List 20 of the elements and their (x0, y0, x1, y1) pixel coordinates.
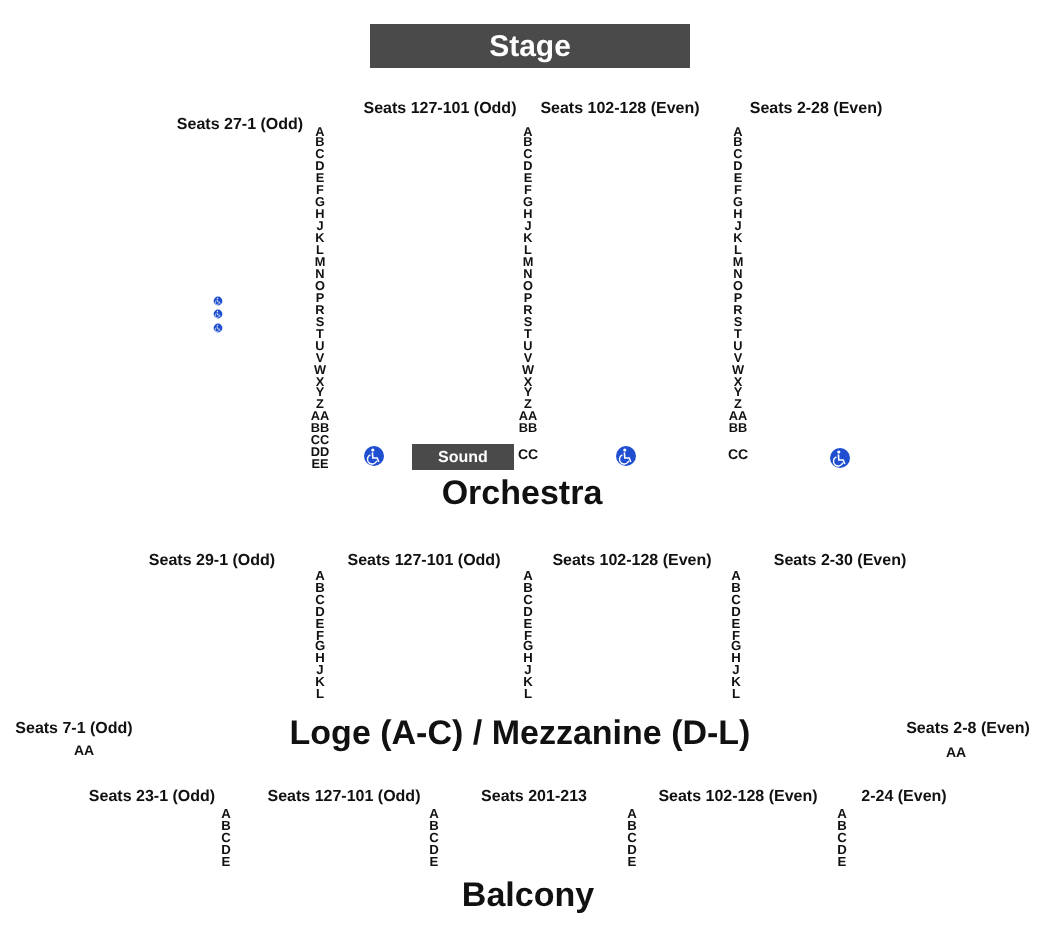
seat-range-label: Seats 7-1 (Odd) (15, 719, 133, 737)
stage-box: Stage (370, 24, 690, 68)
seat-range-label: Seats 102-128 (Even) (658, 787, 818, 805)
seat-range-label: Seats 127-101 (Odd) (347, 551, 501, 569)
seat-range-label: Seats 102-128 (Even) (540, 99, 700, 117)
seat-range-label: Seats 127-101 (Odd) (267, 787, 421, 805)
seat-range-label: Seats 23-1 (Odd) (88, 787, 216, 805)
sound-booth: Sound (412, 444, 514, 470)
section-title: Balcony (461, 876, 595, 916)
seat-range-label: Seats 127-101 (Odd) (363, 99, 517, 117)
seat-range-label: Seats 2-28 (Even) (749, 99, 883, 117)
seat-range-label: Seats 102-128 (Even) (552, 551, 712, 569)
section-title: Orchestra (441, 474, 603, 514)
seat-range-label: Seats 29-1 (Odd) (148, 551, 276, 569)
seat-range-label: Seats 201-213 (481, 787, 587, 805)
section-title: Loge (A-C) / Mezzanine (D-L) (289, 714, 751, 754)
seat-range-label: 2-24 (Even) (861, 787, 947, 805)
seat-range-label: Seats 2-8 (Even) (906, 719, 1030, 737)
seat-range-label: Seats 27-1 (Odd) (176, 115, 304, 133)
seat-range-label: Seats 2-30 (Even) (773, 551, 907, 569)
